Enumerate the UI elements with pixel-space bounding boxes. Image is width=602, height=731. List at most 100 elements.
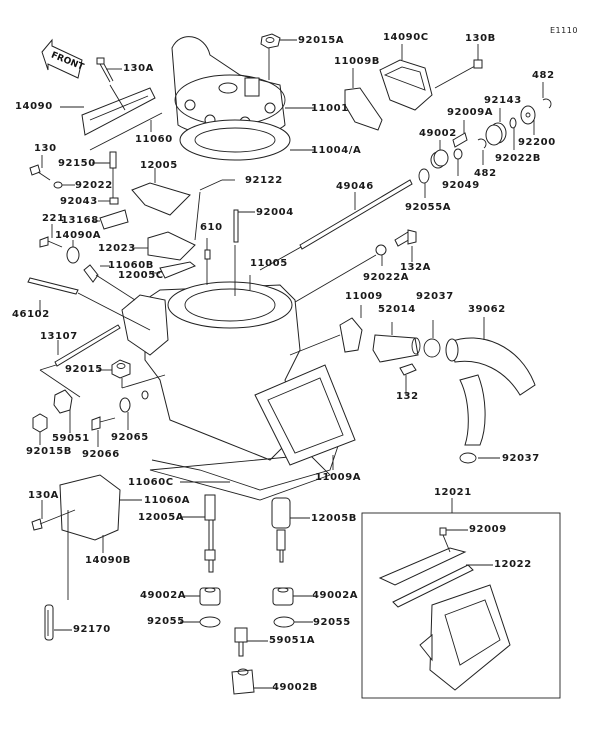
bushing-92143 xyxy=(485,108,507,146)
label-12023: 12023 xyxy=(98,243,136,254)
label-132: 132 xyxy=(396,391,419,402)
cover-14090b xyxy=(59,474,142,553)
label-13168: 13168 xyxy=(61,215,99,226)
label-49046: 49046 xyxy=(336,181,374,192)
bolt-92009a xyxy=(452,120,468,148)
label-92009: 92009 xyxy=(469,524,507,535)
oring-92055a xyxy=(418,168,430,198)
label-12005b: 12005B xyxy=(311,513,358,524)
cylinder-11005 xyxy=(121,209,341,501)
label-92037-bottom: 92037 xyxy=(502,453,540,464)
label-92200: 92200 xyxy=(518,137,556,148)
collar-49002a-left xyxy=(180,587,221,606)
label-130b: 130B xyxy=(465,33,496,44)
bolt-130a-top xyxy=(96,57,122,83)
label-92022b: 92022B xyxy=(495,153,542,164)
bracket-12005c xyxy=(152,261,196,279)
label-92022: 92022 xyxy=(75,180,113,191)
cover-14090c xyxy=(379,44,433,111)
label-14090c: 14090C xyxy=(383,32,429,43)
collar-49002a-right xyxy=(272,587,312,606)
label-13107: 13107 xyxy=(40,331,78,342)
label-11005: 11005 xyxy=(250,258,288,269)
clamp-92037-top xyxy=(423,320,441,358)
label-482-mid: 482 xyxy=(474,168,497,179)
oring-92055-right xyxy=(273,616,313,628)
label-12005: 12005 xyxy=(140,160,178,171)
spacer-92022b xyxy=(509,117,517,150)
label-130: 130 xyxy=(34,143,57,154)
gasket-11060 xyxy=(89,112,163,151)
gasket-11009b xyxy=(344,68,383,131)
gasket-11009a xyxy=(254,364,356,470)
screw-221 xyxy=(39,224,63,248)
label-12021: 12021 xyxy=(434,487,472,498)
front-arrow-icon: FRONT xyxy=(41,38,86,79)
shaft-46102 xyxy=(27,277,151,331)
washer-92065 xyxy=(119,390,149,430)
clip-482-top xyxy=(542,82,552,109)
bolt-130 xyxy=(29,155,51,181)
holder-12005b xyxy=(271,497,310,563)
label-11060: 11060 xyxy=(135,134,173,145)
hose-39062 xyxy=(445,317,536,446)
cover-14090 xyxy=(60,84,156,136)
lever-14090a xyxy=(66,240,80,264)
label-92009a: 92009A xyxy=(447,107,494,118)
label-92022a: 92022A xyxy=(363,272,410,283)
fitting-52014 xyxy=(372,322,421,363)
label-482-top: 482 xyxy=(532,70,555,81)
label-39062: 39062 xyxy=(468,304,506,315)
label-11004a: 11004/A xyxy=(311,145,362,156)
nut-92015a xyxy=(260,33,297,80)
label-46102: 46102 xyxy=(12,309,50,320)
oring-92055-left xyxy=(180,616,221,628)
bolt-132 xyxy=(399,363,417,395)
label-92055-left: 92055 xyxy=(147,616,185,627)
collar-49002 xyxy=(430,140,449,169)
holder-12005a xyxy=(180,494,216,573)
label-49002a-left: 49002A xyxy=(140,590,187,601)
shaft-13107 xyxy=(39,324,121,398)
bolt-130a-bottom xyxy=(31,500,76,531)
gasket-11060b xyxy=(83,264,136,301)
label-11060a: 11060A xyxy=(144,495,191,506)
label-221: 221 xyxy=(42,213,65,224)
label-132a: 132A xyxy=(400,262,432,273)
label-130a-top: 130A xyxy=(123,63,155,74)
reed-valve-12021-box xyxy=(361,498,561,699)
nut-92015 xyxy=(98,359,166,389)
label-11009b: 11009B xyxy=(334,56,381,67)
label-92004: 92004 xyxy=(256,207,294,218)
bolt-130b xyxy=(434,44,483,89)
label-11060b: 11060B xyxy=(108,260,155,271)
label-52014: 52014 xyxy=(378,304,416,315)
label-11060c: 11060C xyxy=(128,477,174,488)
label-49002: 49002 xyxy=(419,128,457,139)
label-49002b: 49002B xyxy=(272,682,319,693)
label-92049: 92049 xyxy=(442,180,480,191)
label-92043: 92043 xyxy=(60,196,98,207)
label-59051a: 59051A xyxy=(269,635,316,646)
label-92065: 92065 xyxy=(111,432,149,443)
gear-59051a xyxy=(234,627,268,657)
label-14090a: 14090A xyxy=(55,230,102,241)
washer-92022 xyxy=(53,181,75,189)
label-92015a: 92015A xyxy=(298,35,345,46)
collar-92043 xyxy=(98,197,119,205)
clip-482-mid xyxy=(477,138,487,165)
gasket-11009 xyxy=(289,305,363,356)
label-11009a: 11009A xyxy=(315,472,362,483)
label-49002a-right: 49002A xyxy=(312,590,359,601)
washer-92200 xyxy=(520,105,536,135)
clamp-92037-bottom xyxy=(459,452,500,464)
label-11001: 11001 xyxy=(311,103,349,114)
label-92150: 92150 xyxy=(58,158,96,169)
label-610: 610 xyxy=(200,222,223,233)
label-92055a: 92055A xyxy=(405,202,452,213)
label-59051: 59051 xyxy=(52,433,90,444)
collar-13168 xyxy=(92,209,129,230)
strap-92170 xyxy=(44,604,72,641)
